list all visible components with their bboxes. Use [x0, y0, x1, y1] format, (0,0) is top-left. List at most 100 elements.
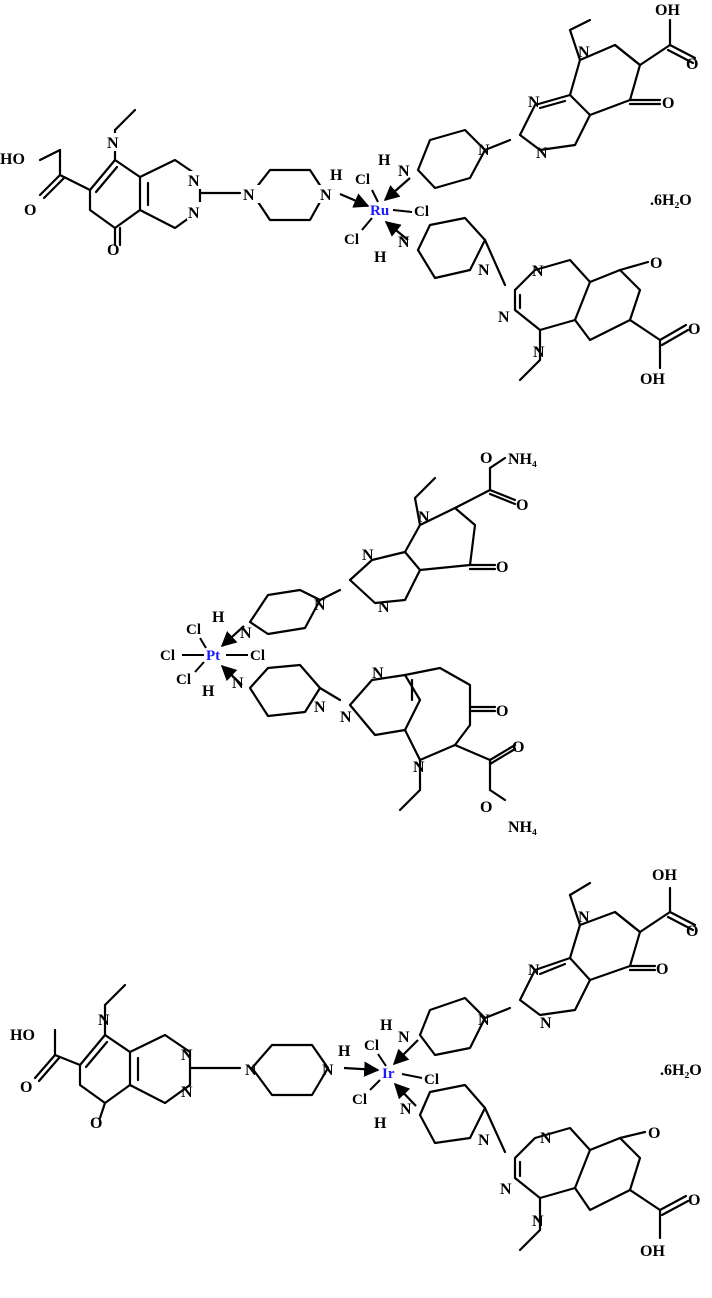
- atom-label: O: [107, 242, 119, 259]
- atom-label: H: [212, 609, 225, 626]
- metal-center-ir: Ir: [382, 1066, 395, 1082]
- atom-label: O: [496, 703, 508, 720]
- atom-label: N: [240, 625, 252, 642]
- pt-upper-ligand: [248, 456, 517, 636]
- atom-label: N: [372, 665, 384, 682]
- pt-complex: Pt Cl Cl Cl Cl N H N N N N: [160, 450, 537, 836]
- atom-label: N: [188, 173, 200, 190]
- chloride-label: Cl: [352, 1092, 367, 1108]
- atom-label: N: [398, 163, 410, 180]
- ir-lower-ligand: [418, 1083, 690, 1252]
- atom-label: N: [362, 547, 374, 564]
- atom-label: N: [478, 1012, 490, 1029]
- atom-label: NH₄: [508, 451, 537, 468]
- atom-label: N: [322, 1062, 334, 1079]
- atom-label: N: [188, 205, 200, 222]
- atom-label: O: [648, 1125, 660, 1142]
- atom-label: O: [512, 739, 524, 756]
- ir-left-ligand: [33, 983, 330, 1120]
- atom-label: OH: [655, 2, 680, 19]
- atom-label: H: [374, 1115, 387, 1132]
- atom-label: OH: [652, 867, 677, 884]
- atom-label: O: [480, 799, 492, 816]
- atom-label: H: [330, 167, 343, 184]
- atom-label: N: [528, 962, 540, 979]
- hydrate-label: .6H₂O: [650, 192, 692, 209]
- atom-label: N: [181, 1084, 193, 1101]
- atom-label: N: [340, 709, 352, 726]
- atom-label: N: [314, 597, 326, 614]
- atom-label: HO: [10, 1027, 35, 1044]
- chloride-label: Cl: [250, 648, 265, 664]
- atom-label: N: [478, 1132, 490, 1149]
- atom-label: O: [688, 1192, 700, 1209]
- atom-label: O: [650, 255, 662, 272]
- chloride-label: Cl: [186, 622, 201, 638]
- metal-center-ru: Ru: [370, 203, 389, 219]
- atom-label: O: [516, 497, 528, 514]
- atom-label: N: [181, 1047, 193, 1064]
- atom-label: N: [245, 1062, 257, 1079]
- atom-label: N: [314, 699, 326, 716]
- atom-label: O: [686, 923, 698, 940]
- atom-label: N: [578, 909, 590, 926]
- chloride-label: Cl: [424, 1072, 439, 1088]
- atom-label: N: [107, 135, 119, 152]
- atom-label: N: [232, 675, 244, 692]
- atom-label: N: [532, 1213, 544, 1230]
- atom-label: N: [540, 1130, 552, 1147]
- chloride-label: Cl: [355, 172, 370, 188]
- ru-complex: N N N N N O HO O H Ru Cl Cl Cl: [0, 2, 700, 388]
- ir-complex: N N N N N O HO O H Ir Cl Cl Cl: [10, 867, 702, 1260]
- atom-label: N: [533, 344, 545, 361]
- atom-label: O: [496, 559, 508, 576]
- atom-label: O: [480, 450, 492, 467]
- atom-label: H: [338, 1043, 351, 1060]
- atom-label: NH₄: [508, 819, 537, 836]
- metal-center-pt: Pt: [206, 648, 220, 664]
- atom-label: N: [98, 1012, 110, 1029]
- atom-label: N: [320, 187, 332, 204]
- atom-label: N: [528, 94, 540, 111]
- atom-label: N: [418, 509, 430, 526]
- atom-label: N: [478, 262, 490, 279]
- atom-label: N: [536, 145, 548, 162]
- hydrate-label: .6H₂O: [660, 1062, 702, 1079]
- atom-label: H: [380, 1017, 393, 1034]
- chloride-label: Cl: [160, 648, 175, 664]
- atom-label: OH: [640, 371, 665, 388]
- atom-label: N: [478, 142, 490, 159]
- pt-lower-ligand: [248, 663, 517, 812]
- atom-label: HO: [0, 151, 25, 168]
- atom-label: H: [378, 152, 391, 169]
- atom-label: N: [413, 759, 425, 776]
- atom-label: O: [20, 1079, 32, 1096]
- atom-label: O: [688, 321, 700, 338]
- atom-label: N: [500, 1181, 512, 1198]
- atom-label: N: [532, 263, 544, 280]
- atom-label: N: [498, 309, 510, 326]
- atom-label: O: [24, 202, 36, 219]
- atom-label: N: [540, 1015, 552, 1032]
- atom-label: N: [398, 234, 410, 251]
- atom-label: N: [243, 187, 255, 204]
- atom-label: N: [578, 44, 590, 61]
- atom-label: N: [400, 1101, 412, 1118]
- atom-label: H: [374, 249, 387, 266]
- chloride-label: Cl: [176, 672, 191, 688]
- atom-label: H: [202, 683, 215, 700]
- ir-upper-ligand: [418, 881, 697, 1057]
- atom-label: O: [686, 56, 698, 73]
- chloride-label: Cl: [344, 232, 359, 248]
- ru-upper-ligand: [416, 18, 697, 190]
- atom-label: O: [656, 961, 668, 978]
- atom-label: O: [662, 95, 674, 112]
- atom-label: OH: [640, 1243, 665, 1260]
- atom-label: N: [398, 1029, 410, 1046]
- atom-label: O: [90, 1115, 102, 1132]
- ru-left-ligand: [38, 108, 327, 247]
- chloride-label: Cl: [364, 1038, 379, 1054]
- ru-lower-ligand: [416, 216, 690, 382]
- atom-label: N: [378, 599, 390, 616]
